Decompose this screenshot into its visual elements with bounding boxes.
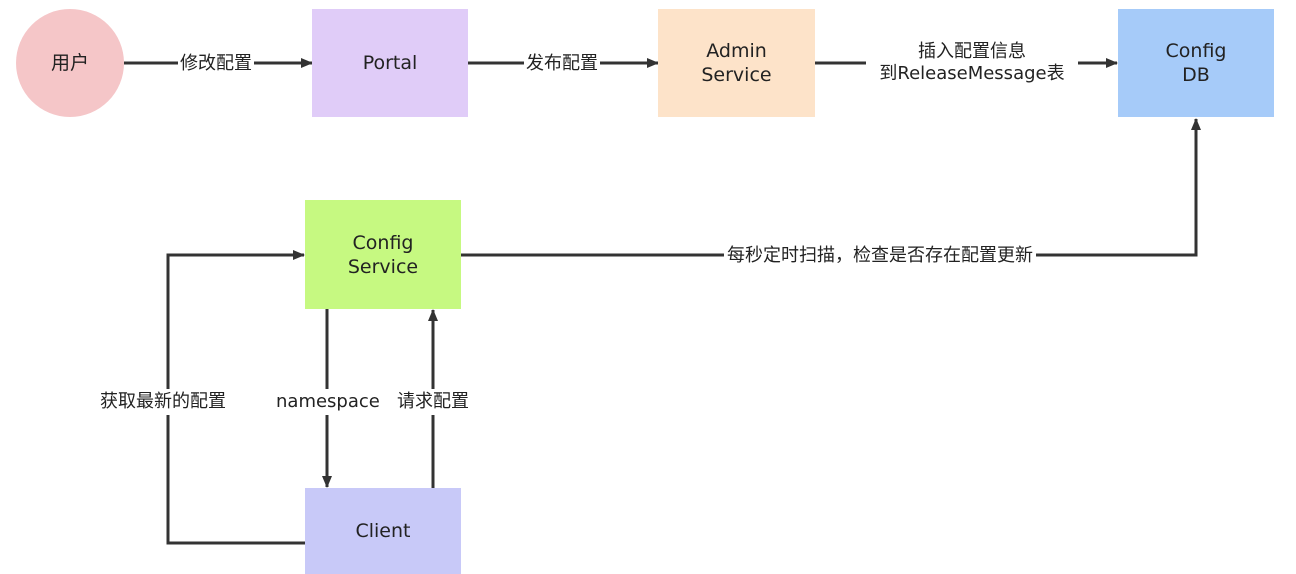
node-config-db-line1: Config [1165, 40, 1227, 62]
edge-label-admin-db-line2: 到ReleaseMessage表 [879, 63, 1065, 84]
node-user-label: 用户 [50, 52, 89, 74]
edge-label-user-portal: 修改配置 [178, 53, 254, 75]
edge-service-db [460, 118, 1201, 257]
node-portal-label: Portal [362, 52, 418, 74]
edge-label-admin-db-line1: 插入配置信息 [918, 41, 1026, 62]
node-user: 用户 [16, 9, 124, 117]
edge-label-client-service-latest: 获取最新的配置 [98, 389, 228, 415]
node-portal: Portal [312, 9, 468, 117]
node-client-label: Client [355, 520, 411, 542]
node-admin-service-line2: Service [701, 64, 772, 86]
node-client: Client [305, 488, 461, 574]
node-config-db: Config DB [1118, 9, 1274, 117]
edge-label-client-service-request: 请求配置 [395, 389, 471, 415]
node-config-service: Config Service [305, 200, 461, 309]
edge-label-admin-db: 插入配置信息 到ReleaseMessage表 [866, 41, 1078, 85]
edge-label-service-client: namespace [274, 389, 382, 415]
node-config-db-line2: DB [1182, 64, 1210, 86]
edge-label-portal-admin: 发布配置 [524, 53, 600, 75]
node-admin-service-line1: Admin [706, 40, 767, 62]
node-admin-service: Admin Service [658, 9, 815, 117]
node-config-service-line2: Service [347, 255, 419, 278]
edge-label-service-db: 每秒定时扫描，检查是否存在配置更新 [724, 245, 1036, 267]
node-config-service-line1: Config [352, 231, 414, 254]
